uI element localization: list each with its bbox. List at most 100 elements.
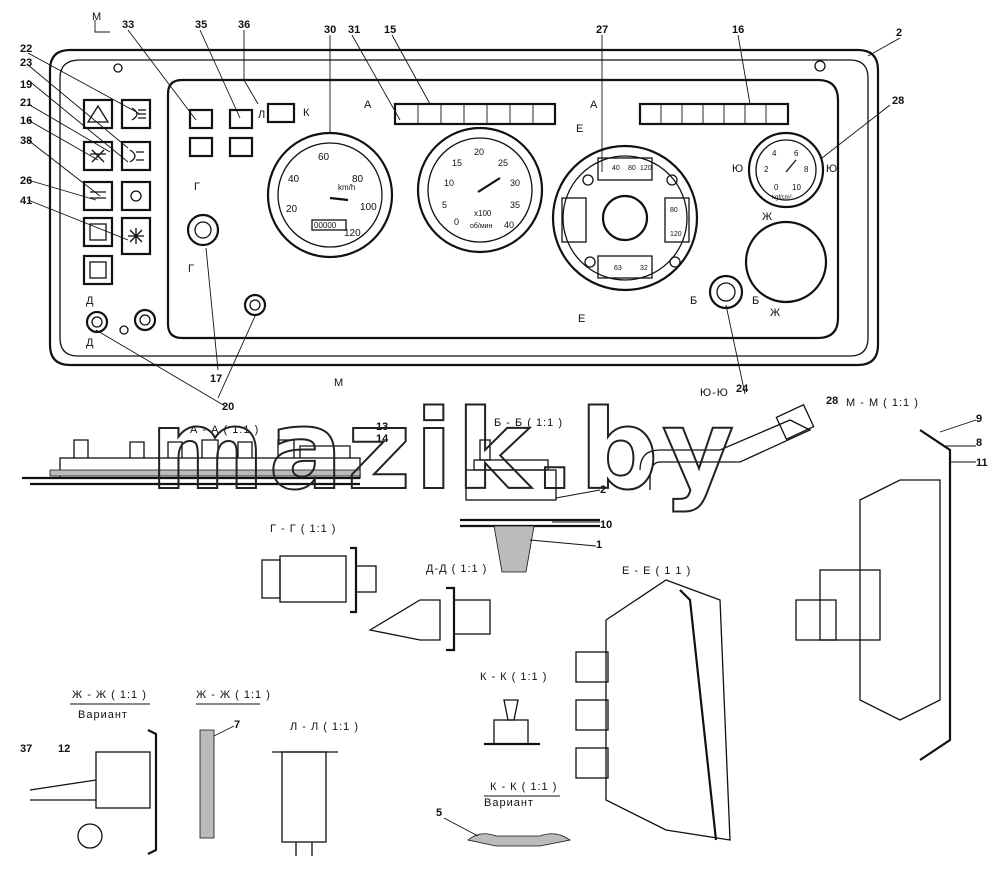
zhzh-body [95, 751, 151, 809]
section-kk2-variant: Вариант [484, 797, 534, 809]
tachometer: 0 5 10 15 20 25 30 35 40 x100 об/мин [416, 126, 544, 254]
round-indicator-inner [194, 221, 212, 239]
section-kk-variant: К - К ( 1:1 ) Вариант [443, 781, 571, 847]
callout-14: 14 [376, 433, 389, 445]
callout-21: 21 [20, 97, 32, 109]
combo-tick-80: 80 [628, 165, 636, 172]
tacho-multiplier: x100 [474, 209, 492, 218]
speedo-needle [329, 196, 349, 202]
tacho-tick-35: 35 [510, 200, 520, 210]
kk-body [493, 719, 529, 745]
water-temp-gauge [561, 197, 587, 243]
speedometer-dial [277, 142, 383, 248]
section-ll: Л - Л ( 1:1 ) [272, 721, 358, 856]
yuyu-gauge-body [775, 403, 815, 441]
callout-20: 20 [222, 401, 234, 413]
heater-icon [90, 191, 106, 199]
mark-b-right: Б [752, 295, 760, 307]
mark-b-left: Б [690, 295, 698, 307]
section-dd-title: Д-Д ( 1:1 ) [426, 563, 487, 575]
section-bb: Б - Б ( 1:1 ) [460, 417, 601, 573]
lamp-strip-15 [393, 102, 557, 126]
indicator-lamp [582, 174, 594, 186]
mark-zh-bottom: Ж [770, 307, 781, 319]
section-kk2-title: К - К ( 1:1 ) [490, 781, 557, 793]
tacho-unit: об/мин [470, 222, 493, 230]
switch-35b [228, 136, 254, 158]
gg-body [279, 555, 347, 603]
callout-31: 31 [348, 24, 360, 36]
pg-tick-2: 2 [764, 165, 769, 174]
oil-temp-gauge [664, 197, 690, 243]
callout-30: 30 [324, 24, 336, 36]
callout-26: 26 [20, 175, 32, 187]
section-ee-title: Е - Е ( 1 1 ) [622, 565, 691, 577]
speedo-tick-60: 60 [318, 152, 330, 163]
pg-tick-0: 0 [774, 183, 779, 192]
section-marks: М М А А Е Е Г Г Д Д Ю Ю Ж Ж Б Б К Л [86, 11, 838, 389]
mark-yu-right: Ю [826, 163, 838, 175]
mark-d-top: Д [86, 295, 94, 307]
callout-28b: 28 [826, 395, 838, 407]
callout-41: 41 [20, 195, 32, 207]
tacho-tick-0: 0 [454, 217, 459, 227]
blank-gauge-plug [744, 220, 828, 304]
combo-tick-r80: 80 [670, 207, 678, 214]
watermark: mazik.by [150, 386, 738, 514]
beacon-switch [120, 180, 152, 212]
lamp-24-inner [716, 282, 736, 302]
lamp-strip-16 [638, 102, 790, 126]
section-aa: А - А ( 1:1 ) [22, 424, 361, 486]
odometer-value: 00000 [314, 221, 337, 230]
pg-tick-6: 6 [794, 149, 799, 158]
switch-33 [188, 108, 214, 130]
lamp-strip-dividers-16 [660, 104, 767, 124]
gg-knob [355, 565, 377, 593]
mark-a-left: А [364, 99, 372, 111]
speedometer: 20 40 60 80 100 120 km/h 00000 [266, 131, 394, 259]
aa-body [59, 457, 361, 479]
callout-23: 23 [20, 57, 32, 69]
odometer [311, 219, 347, 231]
fuel-gauge [597, 157, 653, 181]
pressure-gauge: 0 2 4 6 8 10 kgf/cm² [744, 131, 828, 304]
combination-gauge: 40 80 120 80 120 63 32 [551, 144, 699, 292]
zhzh-plug [77, 823, 103, 849]
knob-right-inner [139, 314, 151, 326]
voltmeter [597, 255, 653, 279]
combo-tick-40: 40 [612, 165, 620, 172]
knob-right [133, 308, 157, 332]
section-zhzh-variant: Ж - Ж ( 1:1 ) Вариант [29, 689, 158, 855]
warning-lamp-switch [120, 216, 152, 256]
mount-screw [113, 63, 123, 73]
callout-16b: 16 [20, 115, 32, 127]
warning-lamp-strip [393, 102, 790, 126]
instrument-panel [48, 48, 880, 367]
fan-icon [90, 149, 106, 163]
speedo-tick-100: 100 [360, 202, 377, 213]
section-zhzh: Ж - Ж ( 1:1 ) [196, 689, 271, 839]
mark-g-top: Г [194, 181, 201, 193]
combo-gauge-bezel [551, 144, 699, 292]
speedo-tick-80: 80 [352, 174, 364, 185]
callout-16: 16 [732, 24, 744, 36]
ee-connector [575, 699, 609, 731]
callout-12: 12 [58, 743, 70, 755]
switch-36 [266, 102, 296, 124]
panel-outer-frame [48, 48, 880, 367]
section-zhzh2-title: Ж - Ж ( 1:1 ) [196, 689, 271, 701]
section-kk: К - К ( 1:1 ) [480, 671, 546, 746]
speedo-tick-120: 120 [344, 228, 361, 239]
pg-tick-4: 4 [772, 149, 777, 158]
mm-block [819, 569, 881, 641]
pressure-gauge-bezel [747, 131, 825, 209]
callout-22: 22 [20, 43, 32, 55]
headlight-icon [131, 107, 146, 121]
indicator-lamp [669, 256, 681, 268]
hazard-switch [82, 98, 114, 130]
gauge-cluster-frame [166, 78, 840, 340]
callout-2: 2 [896, 27, 902, 39]
section-bb-title: Б - Б ( 1:1 ) [494, 417, 563, 429]
